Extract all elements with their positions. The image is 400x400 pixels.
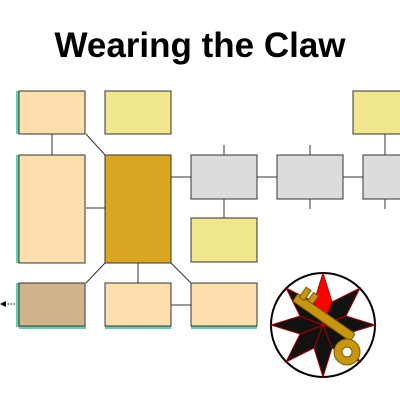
box-shadow [105, 326, 171, 329]
box-peach-bottom-1[interactable] [104, 282, 172, 327]
box-peach-bottom-2[interactable] [190, 282, 258, 327]
box-shadow [191, 326, 257, 329]
box-shadows [16, 91, 257, 329]
key-icon [293, 286, 361, 366]
dotted-arrow-left-icon [0, 301, 18, 307]
connector [170, 262, 192, 284]
box-yellow-mid[interactable] [190, 217, 258, 263]
page-title: Wearing the Claw [54, 26, 346, 65]
box-peach-tall[interactable] [18, 154, 86, 264]
box-tan[interactable] [18, 282, 86, 327]
box-gray-2[interactable] [276, 154, 344, 200]
box-shadow [16, 91, 20, 134]
box-shadow [19, 326, 86, 329]
box-shadow [16, 155, 20, 263]
box-focus-gold[interactable] [104, 154, 172, 264]
box-yellow-top[interactable] [104, 90, 172, 135]
box-yellow-right[interactable] [352, 90, 400, 135]
box-gray-3[interactable] [362, 154, 400, 200]
boxes [18, 90, 400, 327]
connector [85, 133, 106, 156]
box-shadow [16, 283, 20, 327]
compass-star-key-icon [269, 271, 377, 379]
connector [85, 262, 106, 284]
star-points [269, 271, 377, 379]
box-peach-top[interactable] [18, 90, 86, 135]
connectors [51, 133, 386, 306]
box-gray-1[interactable] [190, 154, 258, 200]
